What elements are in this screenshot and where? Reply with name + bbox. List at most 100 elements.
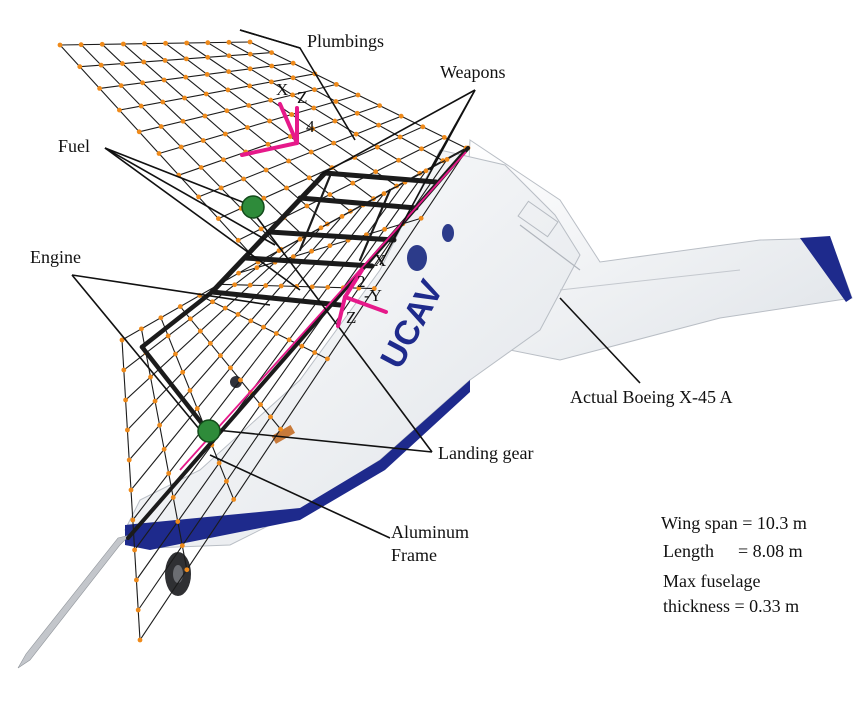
mesh-lower-gridline bbox=[137, 159, 448, 611]
mesh-lower-node bbox=[238, 377, 243, 383]
mesh-lower-node bbox=[382, 226, 388, 232]
mesh-lower-node bbox=[184, 567, 190, 573]
mesh-upper-node bbox=[142, 41, 147, 47]
panel-line bbox=[559, 269, 741, 291]
mesh-upper-node bbox=[196, 194, 202, 200]
mesh-lower-node bbox=[134, 577, 139, 583]
mesh-lower-node bbox=[187, 388, 193, 393]
mesh-lower-node bbox=[170, 495, 176, 500]
mesh-lower-node bbox=[309, 248, 314, 254]
mesh-lower-node bbox=[228, 365, 233, 371]
mesh-lower-node bbox=[158, 315, 164, 321]
mesh-lower-node bbox=[161, 446, 167, 452]
mesh-upper-node bbox=[184, 40, 190, 46]
fuselage-trim bbox=[125, 380, 470, 550]
fuel-leader bbox=[104, 147, 276, 246]
node-label-2: 2 bbox=[357, 272, 366, 291]
mesh-upper-node bbox=[161, 77, 167, 83]
mesh-lower-node bbox=[258, 402, 263, 408]
spec-wing-span: Wing span = 10.3 m bbox=[661, 513, 807, 533]
mesh-lower-node bbox=[247, 282, 253, 288]
mesh-upper-node bbox=[376, 122, 382, 128]
mesh-upper-node bbox=[183, 74, 189, 80]
mesh-upper-node bbox=[247, 51, 253, 57]
mesh-upper-node bbox=[200, 138, 206, 143]
mesh-lower-node bbox=[218, 353, 223, 358]
frame-diagonal bbox=[298, 174, 332, 252]
mesh-upper-node bbox=[178, 144, 184, 150]
mesh-upper-node bbox=[397, 134, 403, 140]
mesh-lower-node bbox=[137, 637, 143, 643]
mesh-upper-node bbox=[221, 157, 226, 163]
label-engine: Engine bbox=[30, 247, 81, 267]
mesh-lower-node bbox=[165, 333, 171, 339]
mesh-lower-node bbox=[197, 328, 203, 334]
mesh-upper-node bbox=[204, 72, 210, 77]
mesh-upper-node bbox=[202, 113, 208, 119]
mesh-upper-node bbox=[290, 60, 296, 66]
mesh-upper-node bbox=[377, 103, 382, 108]
mesh-upper-node bbox=[263, 167, 269, 173]
mesh-lower-node bbox=[179, 543, 185, 549]
mesh-lower-node bbox=[123, 397, 128, 403]
engine-leader bbox=[71, 274, 201, 431]
mesh-lower-node bbox=[128, 487, 134, 493]
mesh-upper-node bbox=[304, 203, 310, 209]
axis-label-z-node4: Z bbox=[297, 88, 308, 107]
spec-length-label: Length bbox=[663, 541, 714, 561]
mesh-lower-node bbox=[121, 367, 127, 373]
mesh-upper-node bbox=[398, 113, 404, 119]
mesh-lower-node bbox=[177, 304, 183, 309]
mesh-lower-node bbox=[224, 478, 229, 484]
mesh-upper-node bbox=[120, 41, 126, 47]
mesh-lower-node bbox=[236, 270, 241, 276]
leader-lines bbox=[71, 29, 641, 539]
mesh-lower-node bbox=[309, 284, 315, 290]
axes-node2 bbox=[336, 268, 388, 328]
mesh-lower-node bbox=[139, 326, 144, 332]
aircraft-photo: UCAV bbox=[17, 139, 853, 669]
spec-length-value: = 8.08 m bbox=[738, 541, 803, 561]
mesh-upper-node bbox=[205, 40, 211, 46]
panel-hatch bbox=[517, 200, 559, 238]
mesh-lower-node bbox=[207, 340, 213, 346]
label-landing-gear: Landing gear bbox=[438, 443, 534, 463]
mesh-upper-node bbox=[98, 62, 104, 68]
mesh-upper-node bbox=[141, 59, 147, 65]
mesh-upper-node bbox=[265, 141, 271, 147]
mesh-lower-node bbox=[173, 351, 178, 357]
weapons-leader bbox=[429, 89, 476, 171]
mesh-upper-node bbox=[77, 64, 83, 70]
axis-label-z-node2: Z bbox=[346, 308, 357, 327]
mesh-lower-node bbox=[327, 243, 333, 249]
frame-tail bbox=[139, 289, 215, 350]
spec-max-fuselage-1: Max fuselage bbox=[663, 571, 761, 591]
mesh-lower-node bbox=[381, 191, 387, 197]
mesh-upper-node bbox=[205, 54, 211, 60]
mesh-lower-node bbox=[132, 547, 138, 553]
mesh-upper-node bbox=[261, 195, 267, 201]
mesh-upper-node bbox=[225, 87, 231, 93]
mesh-upper-node bbox=[203, 91, 209, 97]
mesh-lower-node bbox=[278, 283, 284, 289]
mesh-lower-node bbox=[325, 284, 331, 290]
axis-label-x-node4: X bbox=[276, 80, 289, 99]
mesh-upper-node bbox=[420, 124, 426, 130]
mesh-lower-gridline bbox=[125, 238, 301, 401]
mesh-lower-node bbox=[263, 283, 269, 288]
plumbings-leader bbox=[239, 29, 301, 49]
mesh-upper-gridline bbox=[99, 62, 294, 89]
mesh-upper-node bbox=[183, 56, 189, 62]
leading-edge-reference bbox=[179, 151, 467, 471]
mesh-upper-node bbox=[226, 39, 232, 45]
mesh-upper-node bbox=[158, 124, 164, 129]
label-aluminum-frame-1: Aluminum bbox=[391, 522, 470, 542]
mesh-upper-node bbox=[180, 118, 186, 124]
mesh-upper-node bbox=[198, 165, 204, 170]
mesh-upper-node bbox=[160, 99, 166, 105]
mesh-upper-node bbox=[355, 92, 361, 98]
mesh-upper-node bbox=[312, 87, 317, 93]
mesh-lower-node bbox=[232, 282, 238, 288]
mesh-upper-gridline bbox=[198, 115, 402, 198]
mesh-upper-node bbox=[306, 175, 312, 181]
